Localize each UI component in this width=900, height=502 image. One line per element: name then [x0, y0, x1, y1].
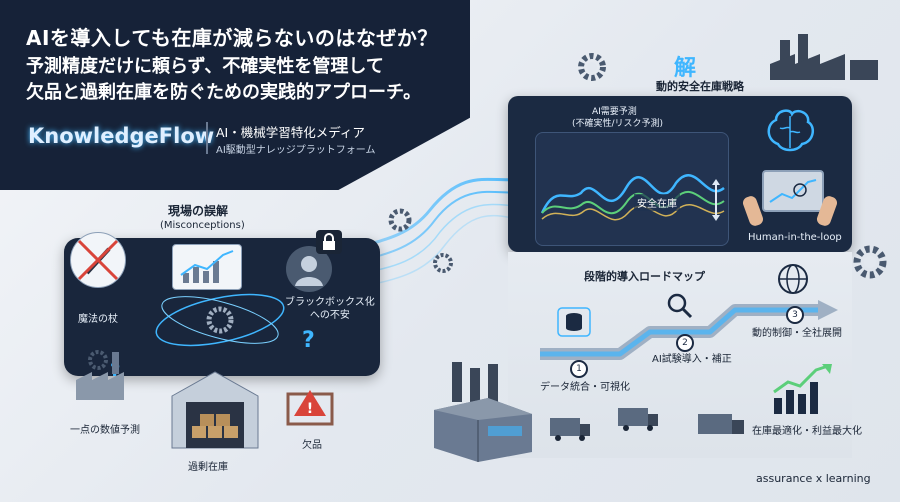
factory-icon — [76, 350, 124, 400]
misconception-label-point-forecast: 一点の数値予測 — [70, 425, 140, 436]
step-badge-1: 1 — [570, 360, 588, 378]
misconception-label-stockout: 欠品 — [302, 440, 322, 451]
roadmap-title: 段階的導入ロードマップ — [584, 270, 705, 283]
misconception-label-overstock: 過剰在庫 — [188, 462, 228, 473]
brand-tagline: AI・機械学習特化メディア — [216, 125, 365, 140]
warehouse-icon — [171, 371, 259, 449]
step-label-2: AI試験導入・補正 — [652, 354, 732, 365]
brand-subtagline: AI駆動型ナレッジプラットフォーム — [216, 145, 376, 156]
hitl-label: Human-in-the-loop — [748, 232, 842, 243]
crossed-wand-icon — [70, 232, 126, 288]
magnifier-icon — [667, 293, 693, 319]
forecast-label-line2: (不確実性/リスク予測) — [572, 119, 664, 129]
step-label-3: 動的制御・全社展開 — [752, 328, 842, 339]
globe-icon — [778, 264, 808, 294]
confusion-orbits — [155, 293, 285, 347]
misconceptions-subtitle: (Misconceptions) — [160, 220, 245, 231]
gear-icon — [578, 53, 606, 81]
growth-chart-icon — [773, 364, 832, 414]
brain-icon — [767, 109, 815, 152]
step-badge-2: 2 — [676, 334, 694, 352]
safety-stock-label: 安全在庫 — [634, 194, 680, 211]
svg-text:!: ! — [307, 401, 313, 417]
brand-divider — [206, 122, 208, 154]
step-badge-3: 3 — [786, 306, 804, 324]
page-title: AIを導入しても在庫が減らないのはなぜか？ — [26, 26, 438, 50]
forecast-label-line1: AI需要予測 — [592, 107, 637, 117]
delivery-trucks — [550, 408, 744, 441]
lock-icon — [316, 230, 342, 254]
solution-title: 動的安全在庫戦略 — [656, 80, 744, 93]
forecast-screen — [535, 132, 729, 246]
outcome-label: 在庫最適化・利益最大化 — [752, 426, 862, 437]
warning-icon: ! — [286, 390, 334, 426]
step-label-1: データ統合・可視化 — [540, 382, 630, 393]
solution-badge: 解 — [674, 56, 697, 81]
roadmap-arrow — [540, 300, 838, 360]
trend-chart-icon — [172, 244, 242, 290]
page-subtitle-line1: 予測精度だけに頼らず、不確実性を管理して — [26, 56, 384, 77]
gear-icon — [853, 245, 887, 279]
factory-icon — [770, 34, 878, 80]
database-icon — [557, 307, 591, 337]
factory-icon — [434, 362, 532, 462]
brand-logo: KnowledgeFlow — [28, 124, 215, 148]
header-banner — [0, 0, 470, 190]
footer-credit: assurance x learning — [756, 472, 871, 485]
misconception-label-blackbox: ブラックボックス化 への不安 — [285, 297, 375, 321]
gear-icon — [433, 253, 453, 273]
truck-icon — [550, 418, 590, 441]
page-subtitle-line2: 欠品と過剰在庫を防ぐための実践的アプローチ。 — [26, 82, 422, 103]
misconceptions-title: 現場の誤解 — [168, 204, 229, 218]
gear-icon — [388, 208, 412, 232]
tablet-icon — [762, 170, 824, 212]
misconception-label-magic-wand: 魔法の杖 — [78, 314, 118, 325]
question-mark-icon: ? — [302, 328, 315, 353]
